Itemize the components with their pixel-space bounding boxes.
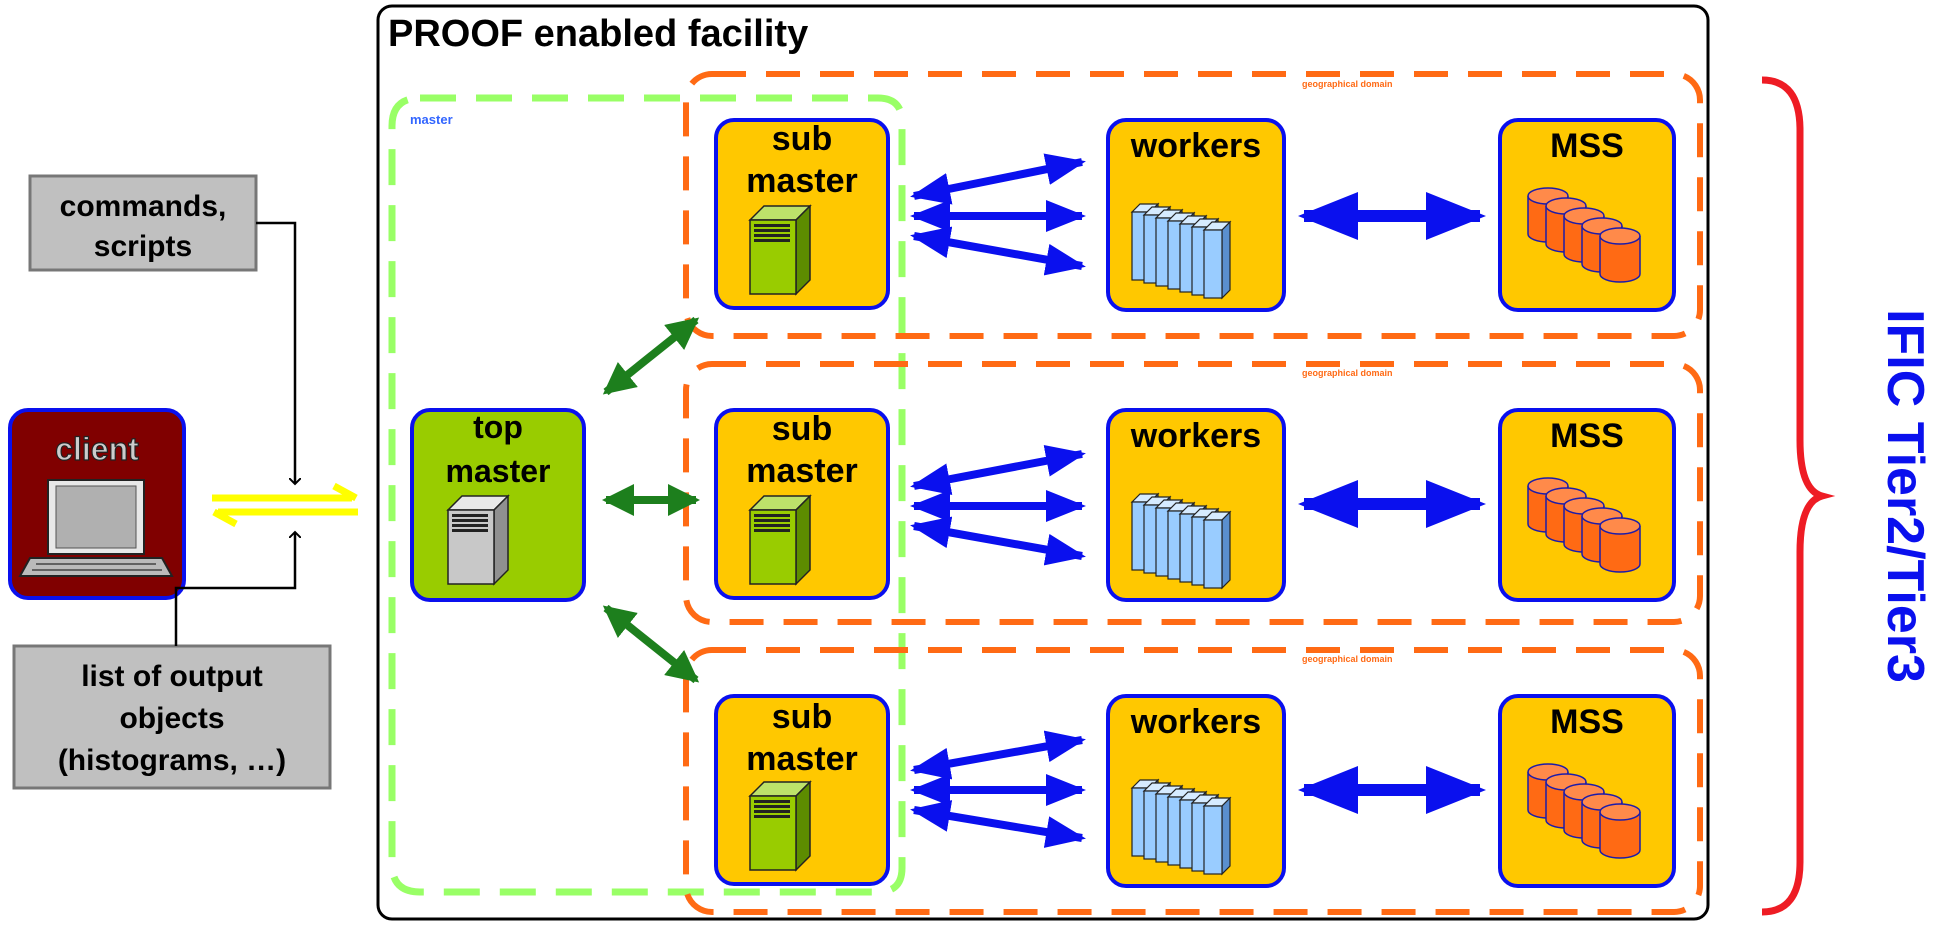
sub-master-node-2: sub master	[714, 408, 890, 600]
sub-master-3-line-1: sub	[772, 698, 832, 736]
client-master-arrows	[212, 482, 358, 528]
sub-master-1-line-1: sub	[772, 120, 832, 158]
top-to-sub1-arrow	[602, 316, 700, 396]
commands-connector	[256, 221, 295, 484]
sub2-workers-arrows	[910, 445, 1086, 566]
tier-label: IFIC Tier2/Tier3	[1876, 309, 1934, 683]
master-region-label: master	[410, 112, 453, 127]
sub-master-2-line-1: sub	[772, 410, 832, 448]
output-connector	[174, 532, 295, 646]
sub-master-3-line-2: master	[746, 740, 858, 778]
workers-node-1: workers	[1106, 118, 1286, 312]
workers-2-label: workers	[1130, 417, 1261, 455]
sub3-workers-arrows	[910, 730, 1086, 848]
tier-brace	[1761, 76, 1836, 916]
sub-master-1-server-icon	[749, 205, 811, 295]
commands-box: commands, scripts	[28, 174, 258, 272]
sub-master-2-line-2: master	[746, 452, 858, 490]
client-label: client	[55, 431, 139, 467]
output-line-2: objects	[119, 702, 224, 735]
workers-1-label: workers	[1130, 127, 1261, 165]
commands-line-1: commands,	[60, 190, 227, 223]
sub1-workers-arrows	[910, 153, 1086, 276]
domain-label-2: geographical domain	[1302, 368, 1393, 378]
mss-node-2: MSS	[1498, 408, 1676, 602]
top-master-line-2: master	[446, 453, 551, 489]
top-to-sub3-arrow	[602, 604, 700, 684]
sub-master-3-server-icon	[749, 781, 811, 871]
facility-title: PROOF enabled facility	[388, 13, 808, 55]
laptop-icon	[18, 479, 174, 577]
top-master-server-icon	[447, 495, 509, 585]
sub-master-node-1: sub master	[714, 118, 890, 310]
sub-master-2-server-icon	[749, 495, 811, 585]
output-line-1: list of output	[81, 660, 263, 693]
mss-1-label: MSS	[1550, 127, 1624, 165]
workers-node-3: workers	[1106, 694, 1286, 888]
client-node: client	[8, 408, 186, 600]
sub-master-1-line-2: master	[746, 162, 858, 200]
output-objects-box: list of output objects (histograms, …)	[12, 644, 332, 790]
workers-node-2: workers	[1106, 408, 1286, 602]
domain-region-1	[683, 71, 1703, 339]
domain-region-3	[683, 647, 1703, 915]
workers-3-label: workers	[1130, 703, 1261, 741]
master-region	[388, 94, 906, 896]
sub-master-node-3: sub master	[714, 694, 890, 886]
output-line-3: (histograms, …)	[58, 744, 286, 777]
domain-label-3: geographical domain	[1302, 654, 1393, 664]
top-master-node: top master	[410, 408, 586, 602]
commands-line-2: scripts	[94, 230, 192, 263]
top-master-line-1: top	[473, 409, 523, 445]
mss-node-1: MSS	[1498, 118, 1676, 312]
domain-label-1: geographical domain	[1302, 79, 1393, 89]
mss-node-3: MSS	[1498, 694, 1676, 888]
mss-3-label: MSS	[1550, 703, 1624, 741]
mss-2-label: MSS	[1550, 417, 1624, 455]
